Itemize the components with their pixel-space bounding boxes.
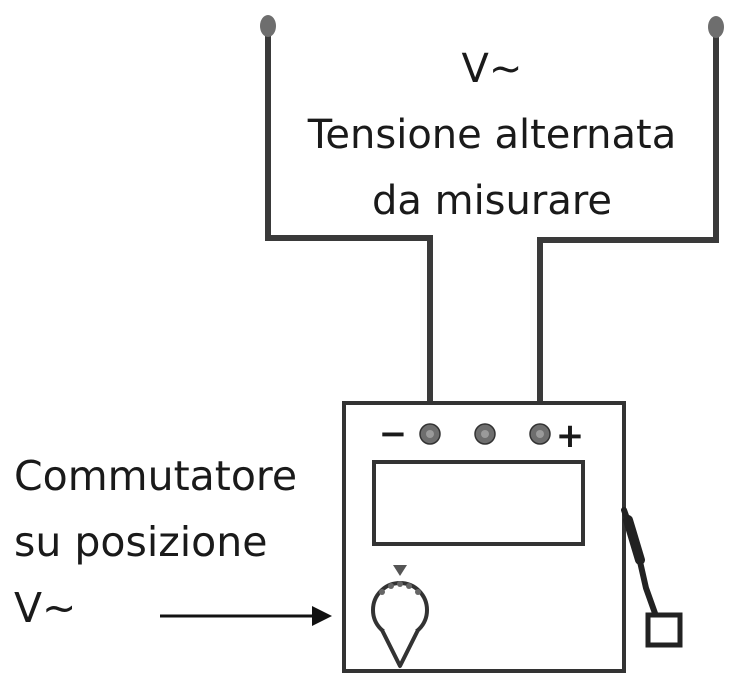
negative-sign: − [379, 414, 408, 454]
selector-label-line3: V~ [14, 584, 76, 632]
display-screen [372, 460, 585, 546]
probe-tip-right [708, 16, 724, 38]
pointer-arrow [160, 606, 332, 626]
voltage-title-line1: Tensione alternata [307, 112, 676, 158]
side-handle [621, 507, 683, 648]
voltage-title-line2: da misurare [372, 178, 612, 224]
selector-label-line2: su posizione [14, 518, 267, 566]
wire-positive [537, 16, 724, 425]
arrow-head-icon [312, 606, 332, 626]
selector-label-line1: Commutatore [14, 452, 297, 500]
wire-negative [260, 15, 433, 425]
positive-sign: + [556, 416, 585, 456]
rotary-selector [371, 565, 429, 668]
handle-clip [645, 612, 683, 648]
probe-tip-left [260, 15, 276, 37]
multimeter: − + [342, 401, 626, 673]
selector-pointer-icon [393, 565, 407, 576]
symbol-label: V~ [462, 46, 523, 92]
